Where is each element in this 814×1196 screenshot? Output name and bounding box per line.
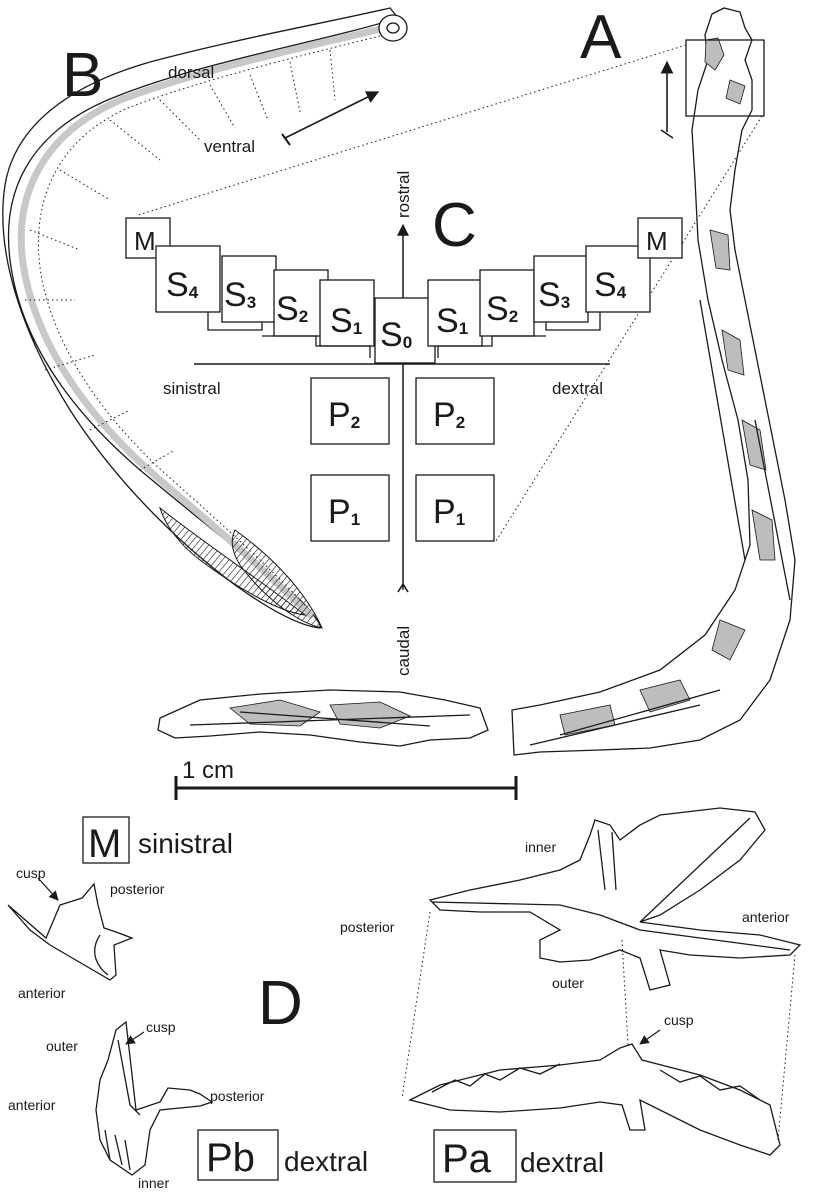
m-element-box-label: M [88,822,121,866]
pb-element-drawing [96,1022,212,1175]
pa-element-posterior-label: posterior [340,919,395,935]
pb-element-side: dextral [284,1146,368,1177]
axis-label-caudal: caudal [394,626,413,676]
pa-element-side: dextral [520,1147,604,1178]
pb-element-anterior-label: anterior [8,1097,56,1113]
panel-label-a: A [580,3,622,72]
panel-label-d: D [258,969,303,1038]
m-element-posterior-label: posterior [110,881,165,897]
axis-label-sinistral: sinistral [163,379,221,398]
panel-label-b: B [62,41,103,110]
axis-label-rostral: rostral [394,171,413,218]
axis-label-dextral: dextral [552,379,603,398]
pa-element-cusp-label: cusp [664,1012,694,1028]
pb-element-inner-label: inner [138,1175,169,1191]
apparatus-right-m: M [646,226,668,256]
pa-element-box-label: Pa [442,1137,492,1181]
label-dorsal: dorsal [168,63,214,82]
panel-label-c: C [432,191,477,260]
pa-element-outer-label: outer [552,975,584,991]
m-element-side: sinistral [138,828,233,859]
fossil-fragment [158,690,488,746]
pa-element-drawing [402,808,800,1155]
apparatus-left-m: M [134,226,156,256]
m-element-anterior-label: anterior [18,985,66,1001]
scale-bar-label: 1 cm [182,757,234,784]
pa-element-anterior-label: anterior [742,909,790,925]
pa-element-inner-label: inner [525,839,556,855]
pb-element-box-label: Pb [206,1136,255,1180]
pb-element-posterior-label: posterior [210,1088,265,1104]
pb-element-cusp-label: cusp [146,1019,176,1035]
m-element-cusp-label: cusp [16,865,46,881]
label-ventral: ventral [204,137,255,156]
pb-element-outer-label: outer [46,1038,78,1054]
